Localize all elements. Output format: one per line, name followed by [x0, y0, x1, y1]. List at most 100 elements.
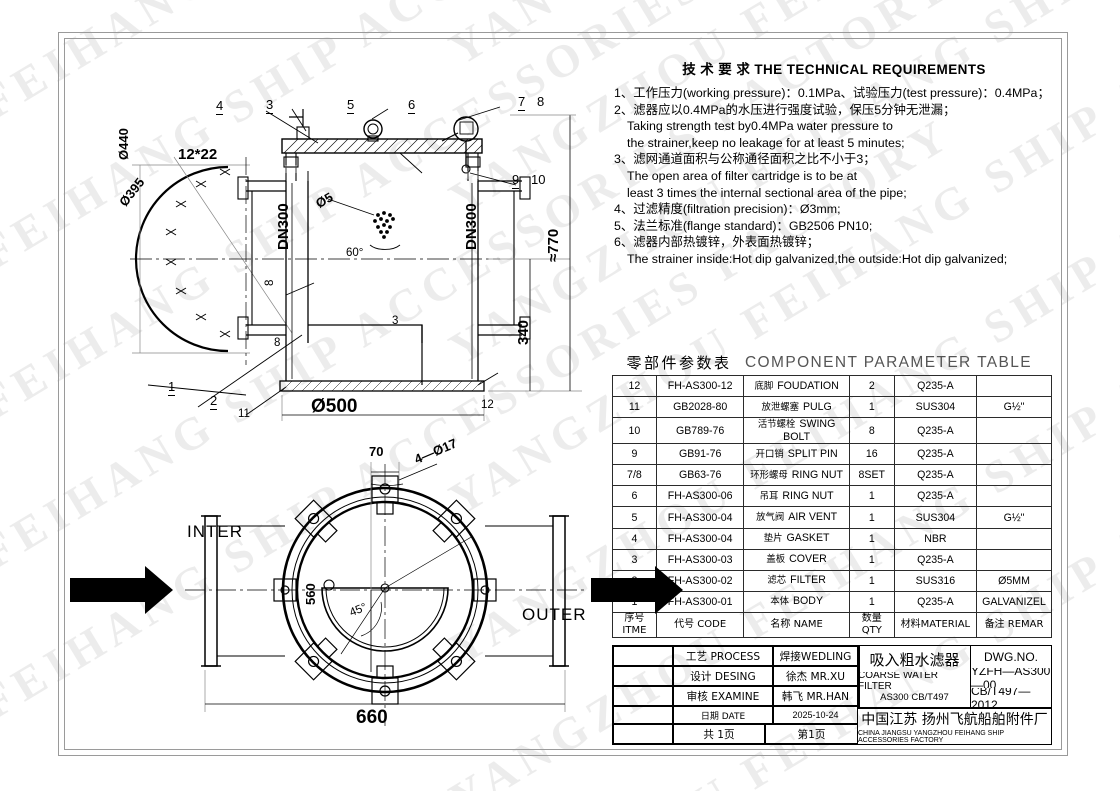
- technical-requirements-block: 技 术 要 求 THE TECHNICAL REQUIREMENTS 1、工作压…: [614, 58, 1054, 268]
- watermark-text: YANGZHOU FEIHANG SHIP ACCESSORIES FACTOR…: [0, 0, 961, 5]
- cell-qty: 1: [848, 569, 895, 592]
- flow-label-inter: INTER: [187, 522, 243, 541]
- cell-item: 4: [612, 527, 657, 550]
- cell-item: 3: [612, 548, 657, 571]
- cell-qty: 1: [848, 548, 895, 571]
- tb-dwgno-label: DWG.NO.: [984, 650, 1038, 664]
- cell-name-cn: 活节螺栓: [757, 419, 796, 431]
- tb-examine-label: 审核 EXAMINE: [673, 686, 773, 706]
- cell-item: 5: [612, 506, 657, 529]
- cell-name-en: PULG: [802, 400, 832, 413]
- footer-material: 材料MATERIAL: [893, 611, 978, 638]
- tech-requirement-line: 4、过滤精度(filtration precision)：Ø3mm;: [614, 202, 841, 217]
- drawing-frame-inner: [64, 38, 1062, 750]
- cell-remark: [976, 548, 1052, 571]
- tb-blank-2: [613, 666, 673, 686]
- balloon-3: 3: [266, 97, 274, 114]
- flow-label-outer: OUTER: [522, 605, 587, 624]
- balloon-6: 6: [408, 97, 416, 114]
- cell-qty: 2: [848, 374, 895, 398]
- cell-material: Q235-A: [893, 590, 978, 613]
- balloon-11: 11: [238, 408, 250, 420]
- dim-wall-thk-2: 8: [274, 337, 281, 349]
- cell-material: Q235-A: [893, 464, 978, 487]
- dim-nozzle-right: DN300: [463, 203, 480, 250]
- tb-product-en: COARSE WATER FILTER: [858, 672, 939, 689]
- cell-qty: 1: [848, 506, 895, 529]
- cell-item: 11: [612, 396, 657, 419]
- cell-name-cn: 放气阀: [756, 512, 785, 524]
- cell-name-cn: 滤芯: [767, 575, 787, 587]
- cell-name-en: RING NUT: [782, 489, 834, 502]
- tech-requirement-line: 5、法兰标准(flange standard)：GB2506 PN10;: [614, 218, 873, 233]
- component-parameter-table: 零部件参数表 COMPONENT PARAMETER TABLE 1 2 FH-AS30…: [612, 350, 1052, 638]
- cell-remark: [976, 417, 1052, 445]
- table-title-cn: 零部件参数表: [626, 353, 732, 372]
- cell-name-en: GASKET: [786, 532, 830, 545]
- tb-page-current: 第1页: [765, 724, 858, 744]
- dim-cover-thk: 3: [392, 315, 399, 327]
- cell-remark: G½": [976, 396, 1052, 419]
- tb-date-value: 2025-10-24: [773, 706, 858, 724]
- cell-remark: [976, 443, 1052, 466]
- tb-process-value: 焊接WEDLING: [773, 646, 858, 666]
- tech-requirement-line: 1、工作压力(working pressure)：0.1MPa、试验压力(tes…: [614, 86, 1050, 100]
- tb-product-model: AS300 CB/T497: [880, 692, 949, 703]
- cell-name-cn: 垫片: [763, 533, 783, 545]
- cell-name-cn: 开口销: [755, 448, 784, 460]
- cell-name-en: FILTER: [790, 574, 826, 587]
- tb-standard: CB/T497—2012: [971, 688, 1031, 708]
- tech-requirement-line: 2、滤器应以0.4MPa的水压进行强度试验，保压5分钟无泄漏；: [614, 102, 956, 117]
- cell-material: Q235-A: [893, 548, 978, 571]
- plan-view: [70, 462, 683, 726]
- cell-material: SUS316: [893, 569, 978, 592]
- cell-name-cn: 底脚: [754, 380, 774, 392]
- balloon-8: 8: [537, 94, 545, 109]
- cell-name-en: SPLIT PIN: [787, 447, 838, 460]
- cell-code: GB2028-80: [655, 396, 745, 419]
- tb-divider-company: [858, 707, 1051, 709]
- cell-item: 10: [612, 417, 657, 445]
- cell-code: FH-AS300-12: [655, 374, 745, 398]
- cell-name-en: SWING BOLT: [783, 418, 836, 444]
- drawing-frame-outer: [58, 32, 1068, 756]
- tech-requirement-line: The open area of filter cartridge is to …: [627, 168, 858, 183]
- cell-qty: 1: [848, 527, 895, 550]
- cell-code: GB789-76: [655, 417, 745, 445]
- dim-inner-dia: 560: [303, 583, 318, 605]
- tech-requirement-line: 3、滤网通道面积与公称通径面积之比不小于3；: [614, 152, 876, 167]
- cell-remark: [976, 374, 1052, 398]
- balloon-5: 5: [347, 97, 355, 114]
- dim-bolt-spacing: 70: [369, 444, 384, 459]
- dim-height-total: ≈770: [545, 228, 562, 262]
- dim-body-dia: Ø500: [311, 396, 358, 417]
- balloon-1: 1: [168, 379, 176, 396]
- footer-code: 代号 CODE: [655, 611, 745, 638]
- tb-blank-1: [613, 646, 673, 666]
- tb-company-en: CHINA JIANGSU YANGZHOU FEIHANG SHIP ACCE…: [858, 730, 1004, 744]
- table-title-en: COMPONENT PARAMETER TABLE: [744, 353, 1033, 371]
- dim-nozzle-left: DN300: [275, 203, 292, 250]
- tb-examine-value: 韩飞 MR.HAN: [773, 686, 858, 706]
- cell-name-en: RING NUT: [791, 468, 843, 481]
- cell-code: GB91-76: [655, 443, 745, 466]
- dim-overall: 660: [356, 707, 388, 728]
- cell-material: SUS304: [893, 396, 978, 419]
- balloon-12: 12: [481, 399, 494, 411]
- sectional-elevation-view: [130, 106, 582, 421]
- cell-qty: 8: [848, 417, 895, 445]
- cell-qty: 1: [848, 485, 895, 508]
- cell-name-en: BODY: [792, 595, 824, 608]
- tb-design-value: 徐杰 MR.XU: [773, 666, 858, 686]
- tb-product-cn: 吸入粗水滤器: [869, 650, 960, 669]
- balloon-10: 10: [531, 172, 546, 187]
